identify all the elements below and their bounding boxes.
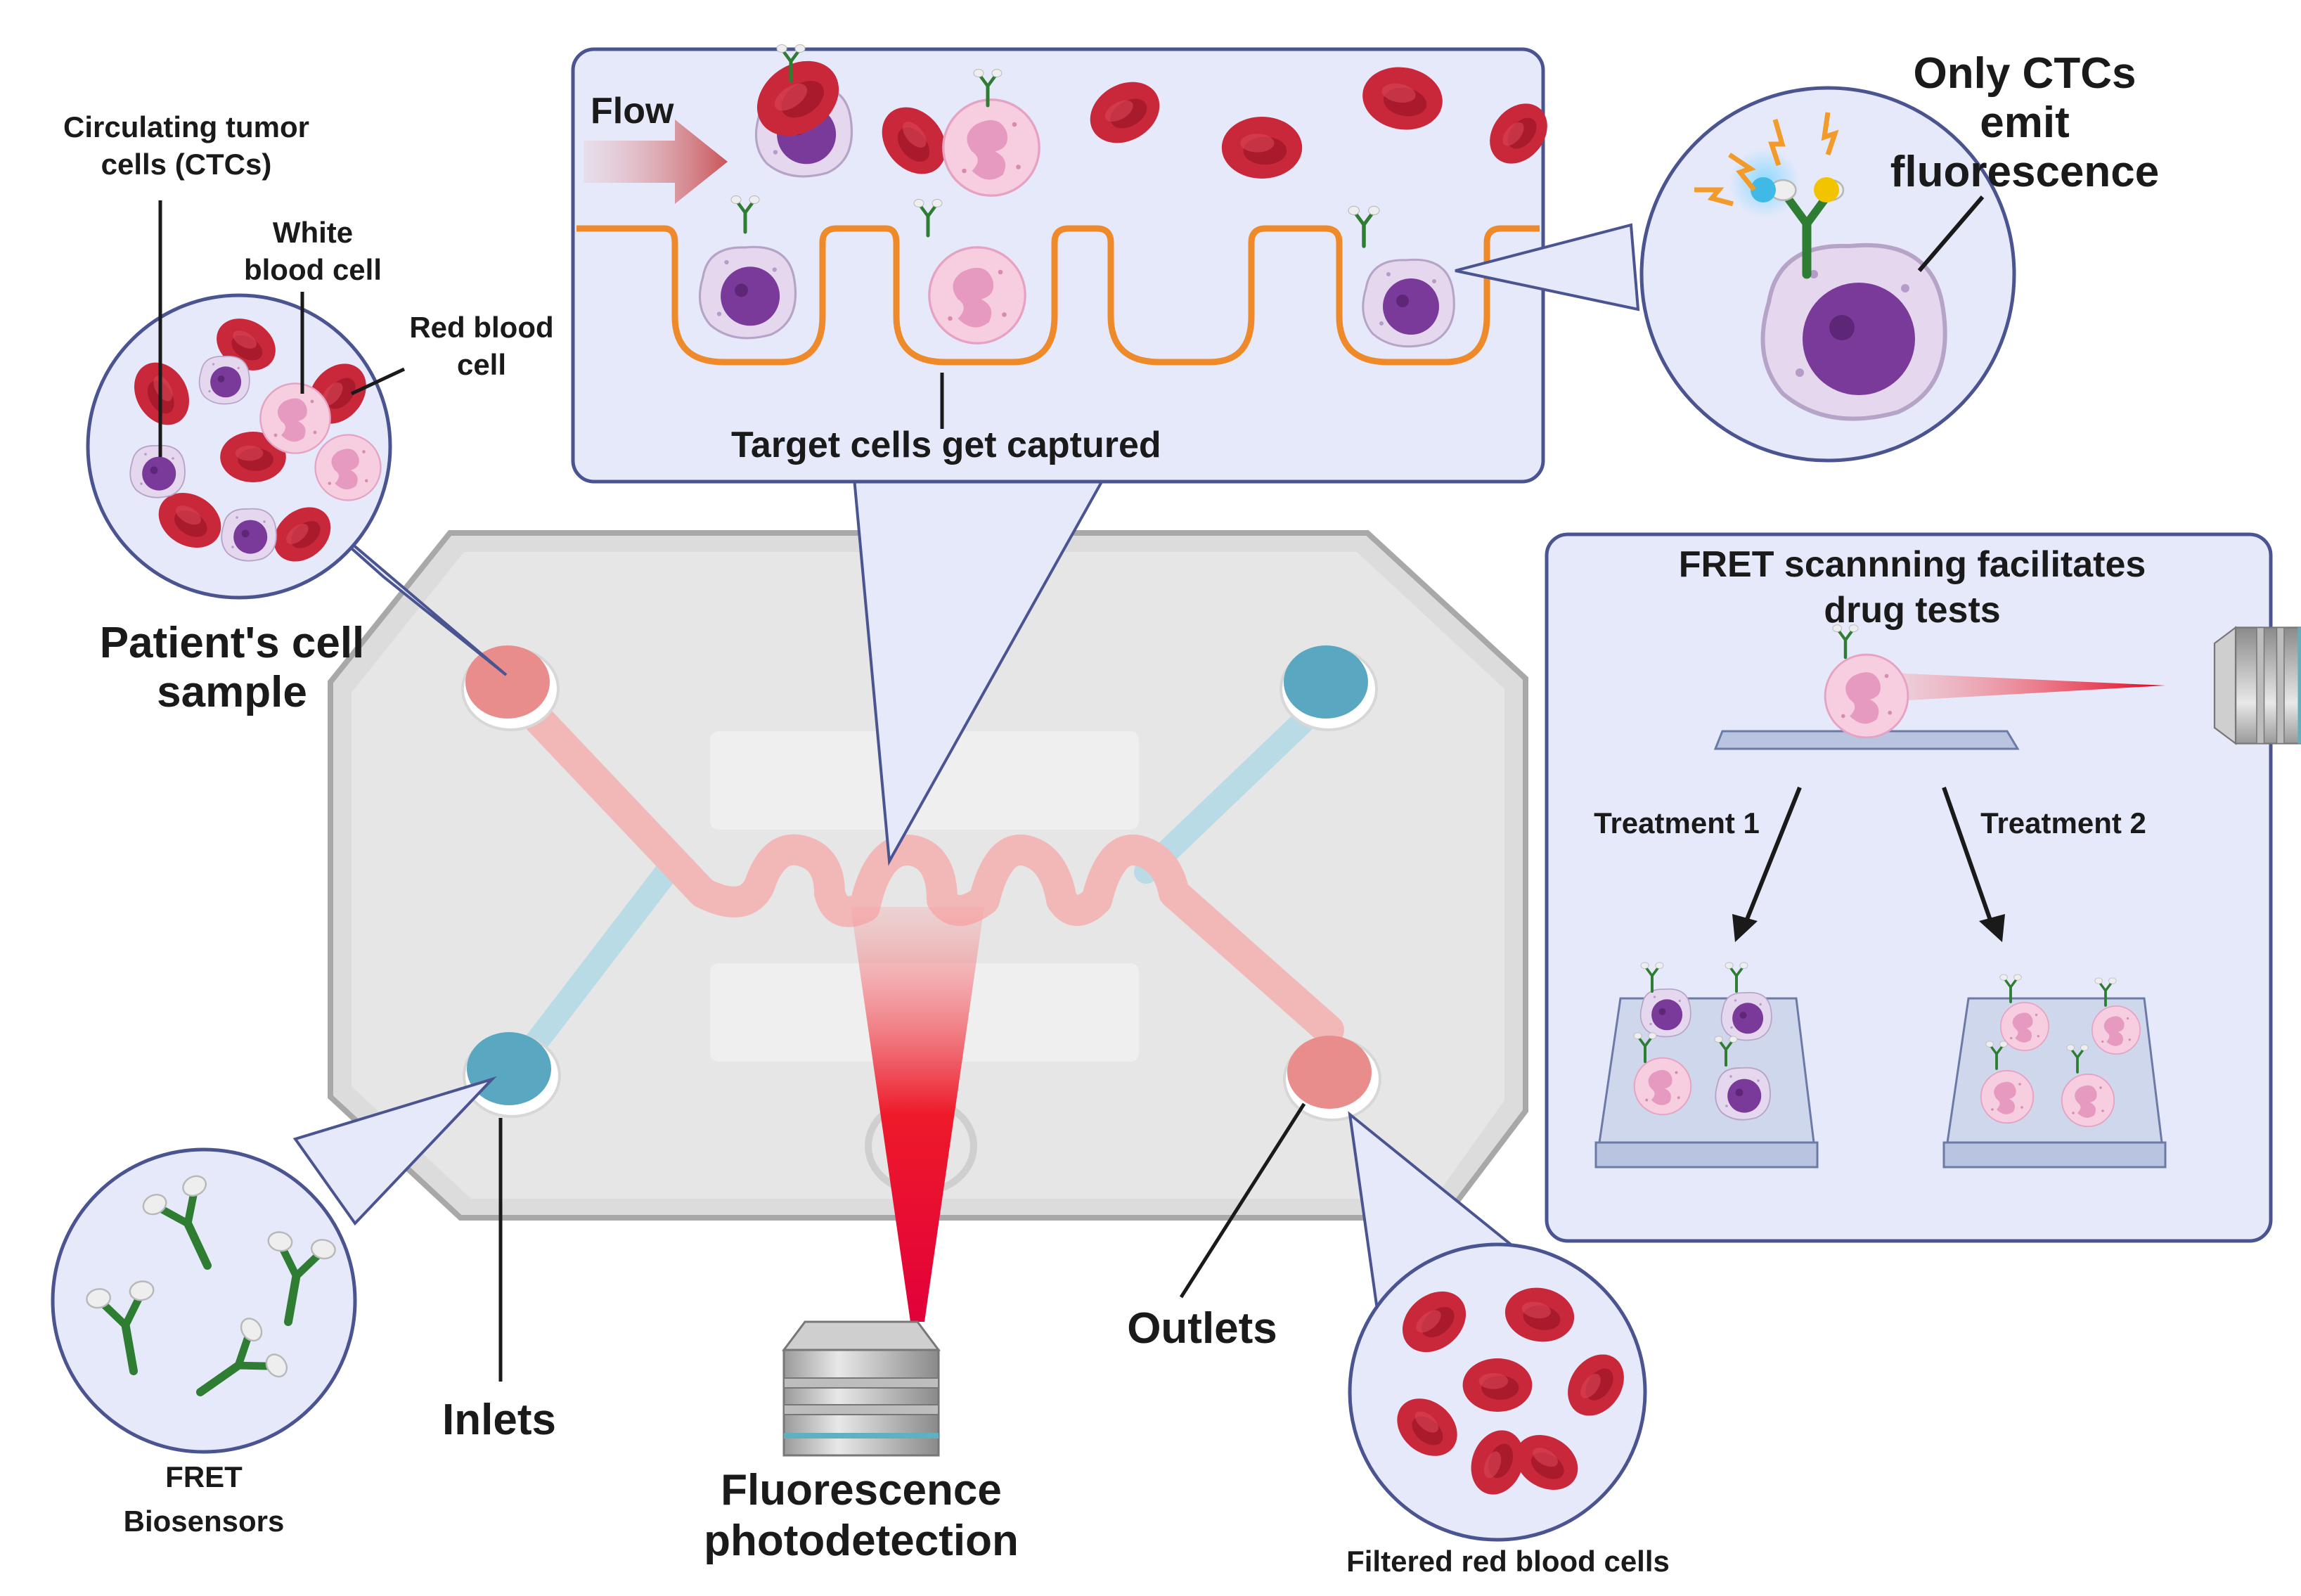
capture-label: Target cells get captured — [731, 425, 1161, 465]
filtered-label: Filtered red blood cells — [1346, 1545, 1670, 1578]
inlet-sample — [461, 645, 560, 731]
fret-scan-line1: FRET scannning facilitates — [1679, 544, 2146, 585]
only-ctcs-line3: fluorescence — [1890, 148, 2160, 196]
filtered-magnifier — [1348, 1242, 1647, 1542]
scan-laser — [1860, 671, 2165, 703]
fluor-label-line2: photodetection — [704, 1517, 1019, 1565]
inlet-biosensor — [463, 1032, 561, 1118]
sample-channel — [498, 677, 1344, 1045]
only-ctcs-line1: Only CTCs — [1914, 49, 2136, 98]
outlet-red — [1283, 1036, 1381, 1121]
flow-label: Flow — [591, 91, 674, 131]
patient-label-line1: Patient's cell — [100, 619, 365, 667]
drug-test-panel: FRET scannning facilitates drug tests Tr… — [1545, 532, 2301, 1243]
fret-scan-line2: drug tests — [1824, 590, 2000, 631]
only-ctcs-line2: emit — [1980, 98, 2069, 147]
fret-bio-label-line1: FRET — [165, 1460, 243, 1493]
outlets-label: Outlets — [1127, 1304, 1277, 1353]
biosensor-magnifier — [51, 1147, 357, 1454]
outlet-blue — [1280, 645, 1378, 731]
sample-magnifier — [86, 200, 406, 600]
capture-panel: Flow Target cells get captured — [571, 45, 1559, 484]
arrow-treatment2 — [1942, 787, 1995, 929]
rbc-label-line1: Red blood — [409, 311, 553, 344]
fluor-label-line1: Fluorescence — [721, 1466, 1002, 1514]
arrow-treatment1 — [1741, 786, 1802, 929]
flow-arrow-icon — [584, 120, 728, 204]
treatment1-dish — [1594, 963, 1819, 1169]
patient-label-line2: sample — [157, 668, 307, 716]
fret-bio-label-line2: Biosensors — [124, 1505, 285, 1538]
fluorescence-magnifier — [1639, 86, 2016, 463]
biosensor-callout — [292, 1076, 497, 1226]
biosensor-channels — [501, 705, 1320, 1084]
outlet-pointer — [1179, 1102, 1306, 1299]
scan-slide — [1713, 730, 2020, 750]
microscope-objective-icon — [782, 1320, 940, 1457]
ctcs-label-line1: Circulating tumor — [63, 110, 309, 143]
inlets-label: Inlets — [442, 1396, 556, 1444]
wbc-label-line2: blood cell — [244, 253, 382, 286]
wbc-label-line1: White — [273, 216, 353, 249]
treatment2-label: Treatment 2 — [1980, 806, 2146, 839]
photodetection-laser — [851, 907, 984, 1322]
scan-objective-icon — [2213, 626, 2301, 745]
rbc-label-line2: cell — [457, 348, 506, 381]
ctcs-label-line2: cells (CTCs) — [101, 148, 272, 181]
treatment1-label: Treatment 1 — [1594, 806, 1760, 839]
fluorescence-callout — [1455, 223, 1640, 311]
treatment2-dish — [1942, 972, 2167, 1169]
